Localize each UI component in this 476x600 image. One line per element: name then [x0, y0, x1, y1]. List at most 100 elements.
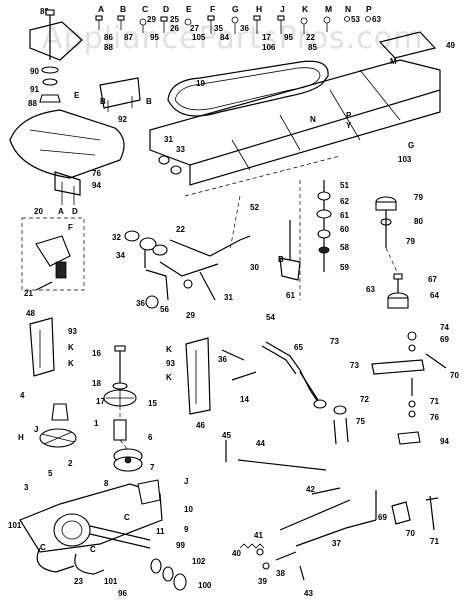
legend-letter-d: D: [163, 4, 169, 14]
legend-num-26: 26: [170, 24, 179, 33]
label-73b: 71: [430, 397, 439, 406]
legend-num-95b: 95: [284, 33, 293, 42]
legend-letter-a: A: [98, 4, 104, 14]
label-19: 19: [196, 79, 205, 88]
fan-4-1: [39, 403, 77, 448]
label-99: 99: [176, 541, 185, 550]
legend-num-22: 22: [306, 33, 315, 42]
label-7: 7: [150, 463, 155, 472]
label-54: 75: [356, 417, 365, 426]
legend-num-35: 35: [214, 24, 223, 33]
label-a: E: [74, 91, 80, 100]
bracket-48: [29, 317, 55, 377]
legend-letter-n: N: [345, 4, 351, 14]
label-38: 38: [276, 569, 285, 578]
legend-num-85: 85: [308, 43, 317, 52]
label-32: 32: [112, 233, 121, 242]
label-17: 17: [96, 397, 105, 406]
spindle-group: [103, 345, 137, 441]
label-36b: 36: [218, 355, 227, 364]
label-16: 16: [92, 349, 101, 358]
label-64b: 65: [294, 343, 303, 352]
label-k3: K: [68, 359, 74, 368]
drive-pulley: [113, 448, 143, 472]
label-60a: 60: [340, 225, 349, 234]
lift-links: [391, 495, 439, 531]
label-51: 51: [340, 181, 349, 190]
label-69: 94: [440, 437, 449, 446]
label-103: 103: [398, 155, 412, 164]
legend-letter-f: F: [210, 4, 215, 14]
idler-group: [124, 155, 341, 309]
label-64a: 64: [430, 291, 439, 300]
upper-left-assembly: [9, 9, 141, 205]
label-67: 67: [428, 275, 437, 284]
label-11: 11: [156, 527, 165, 536]
part-20-box: [21, 217, 85, 291]
legend-num-84: 84: [220, 33, 229, 42]
label-46: 46: [196, 421, 205, 430]
transaxle: [19, 479, 163, 575]
rock-shaft: [371, 331, 447, 445]
label-k1: 93: [68, 327, 77, 336]
legend-num-36: 36: [240, 24, 249, 33]
label-18: 18: [92, 379, 101, 388]
label-j1: B: [278, 255, 284, 264]
label-55: 72: [360, 395, 369, 404]
label-15: 15: [148, 399, 157, 408]
label-21: 21: [24, 289, 33, 298]
label-33: 33: [176, 145, 185, 154]
label-58: 58: [340, 243, 349, 252]
label-71: 69: [378, 513, 387, 522]
spacers-31-33: [158, 155, 182, 175]
label-39: 39: [258, 577, 267, 586]
legend-num-17: 17: [262, 33, 271, 42]
label-n: N: [310, 115, 316, 124]
label-90: 90: [30, 67, 39, 76]
hardware-legend: A B C D E F G H J K M N P 29 25 2: [40, 4, 381, 52]
label-48: 48: [26, 309, 35, 318]
label-31a: 31: [164, 135, 173, 144]
legend-letter-b: B: [120, 4, 126, 14]
label-102: 102: [192, 557, 206, 566]
legend-num-25: 25: [170, 15, 179, 24]
label-77: 54: [266, 313, 275, 322]
label-74: 76: [430, 413, 439, 422]
label-42: 42: [306, 485, 315, 494]
legend-letter-c: C: [142, 4, 148, 14]
label-65: 73: [350, 361, 359, 370]
label-h: J: [34, 425, 38, 434]
label-49: 49: [446, 41, 455, 50]
label-91: 91: [30, 85, 39, 94]
label-59: 59: [340, 263, 349, 272]
label-g: J: [184, 477, 188, 486]
legend-num-105: 105: [192, 33, 206, 42]
legend-num-29: 29: [147, 15, 156, 24]
label-31b: 31: [224, 293, 233, 302]
lift-pivot-group: [279, 180, 332, 281]
legend-letter-h: H: [256, 4, 262, 14]
label-62a: 62: [340, 197, 349, 206]
label-101a: 101: [8, 521, 22, 530]
label-b2: B: [146, 97, 152, 106]
label-79b: 79: [406, 237, 415, 246]
label-9: 9: [184, 525, 189, 534]
label-34: 34: [116, 251, 125, 260]
label-m: M: [390, 57, 397, 66]
label-73a: 74: [440, 323, 449, 332]
label-45: 45: [222, 431, 231, 440]
legend-num-88: 88: [104, 43, 113, 52]
legend-num-87: 87: [124, 33, 133, 42]
belt-19: [167, 60, 329, 117]
label-p: P: [346, 111, 352, 120]
label-52: 52: [250, 203, 259, 212]
legend-num-106: 106: [262, 43, 276, 52]
label-94: 76: [92, 169, 101, 178]
legend-letter-g: G: [232, 4, 239, 14]
axle-hardware: [150, 558, 187, 591]
label-8: 8: [104, 479, 109, 488]
legend-num-86: 86: [104, 33, 113, 42]
label-d: F: [68, 223, 73, 232]
legend-num-63: 63: [372, 15, 381, 24]
